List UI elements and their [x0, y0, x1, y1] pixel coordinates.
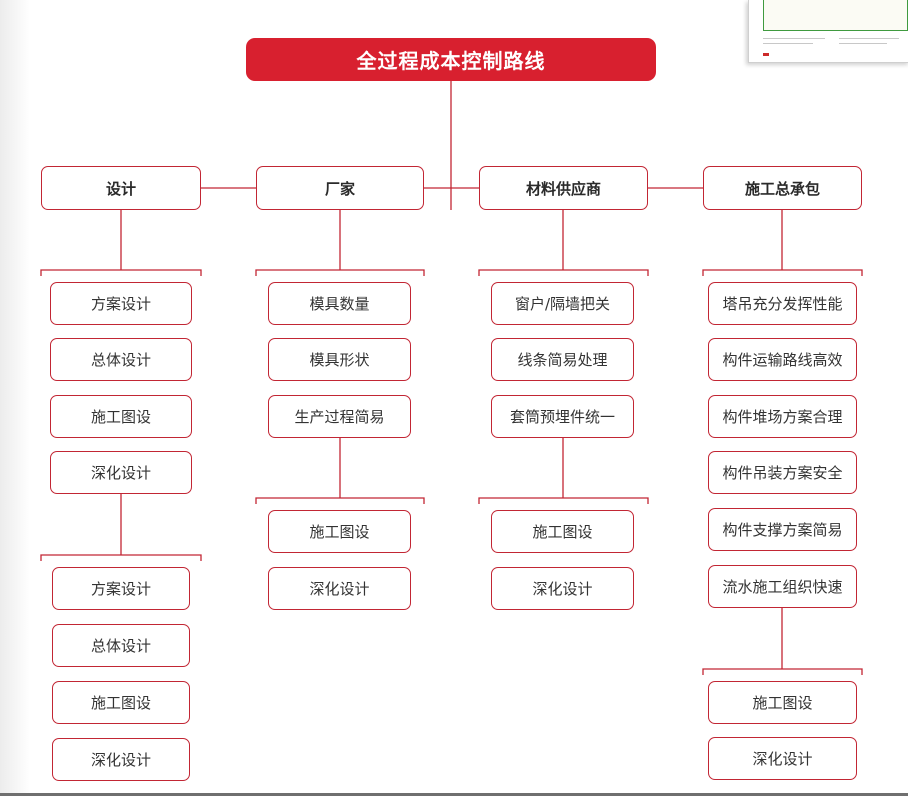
- thumbnail-text-line: [763, 38, 825, 39]
- thumbnail-text-line: [839, 38, 899, 39]
- bracket-line: [478, 269, 649, 276]
- supplier-sub-item: 施工图设: [491, 510, 634, 553]
- supplier-item: 套筒预埋件统一: [491, 395, 634, 438]
- design-item: 总体设计: [50, 338, 192, 381]
- bracket-line: [255, 497, 425, 504]
- root-title: 全过程成本控制路线: [246, 38, 656, 81]
- contractor-item: 构件运输路线高效: [708, 338, 857, 381]
- bottom-divider: [0, 793, 908, 796]
- contractor-sub-item: 施工图设: [708, 681, 857, 724]
- bracket-line: [40, 269, 202, 276]
- document-thumbnail[interactable]: [748, 0, 908, 63]
- supplier-item: 线条简易处理: [491, 338, 634, 381]
- design-sub-item: 施工图设: [52, 681, 190, 724]
- design-item: 方案设计: [50, 282, 192, 325]
- bracket-line: [478, 497, 649, 504]
- contractor-item: 构件吊装方案安全: [708, 451, 857, 494]
- design-item: 施工图设: [50, 395, 192, 438]
- category-manufacturer: 厂家: [256, 166, 424, 210]
- manufacturer-sub-item: 施工图设: [268, 510, 411, 553]
- design-sub-item: 总体设计: [52, 624, 190, 667]
- bracket-line: [702, 668, 863, 675]
- thumbnail-text-line: [839, 43, 887, 44]
- contractor-item: 构件支撑方案简易: [708, 508, 857, 551]
- category-general-contractor: 施工总承包: [703, 166, 862, 210]
- contractor-item: 流水施工组织快速: [708, 565, 857, 608]
- category-design: 设计: [41, 166, 201, 210]
- bracket-line: [702, 269, 863, 276]
- design-sub-item: 深化设计: [52, 738, 190, 781]
- design-item: 深化设计: [50, 451, 192, 494]
- contractor-sub-item: 深化设计: [708, 737, 857, 780]
- manufacturer-sub-item: 深化设计: [268, 567, 411, 610]
- manufacturer-item: 生产过程简易: [268, 395, 411, 438]
- thumbnail-table: [763, 0, 908, 31]
- supplier-sub-item: 深化设计: [491, 567, 634, 610]
- contractor-item: 构件堆场方案合理: [708, 395, 857, 438]
- design-sub-item: 方案设计: [52, 567, 190, 610]
- thumbnail-logo: [763, 53, 769, 56]
- page-edge-shadow: [0, 0, 30, 796]
- bracket-line: [255, 269, 425, 276]
- manufacturer-item: 模具数量: [268, 282, 411, 325]
- manufacturer-item: 模具形状: [268, 338, 411, 381]
- bracket-line: [40, 554, 202, 561]
- contractor-item: 塔吊充分发挥性能: [708, 282, 857, 325]
- category-material-supplier: 材料供应商: [479, 166, 648, 210]
- thumbnail-text-line: [763, 43, 813, 44]
- supplier-item: 窗户/隔墙把关: [491, 282, 634, 325]
